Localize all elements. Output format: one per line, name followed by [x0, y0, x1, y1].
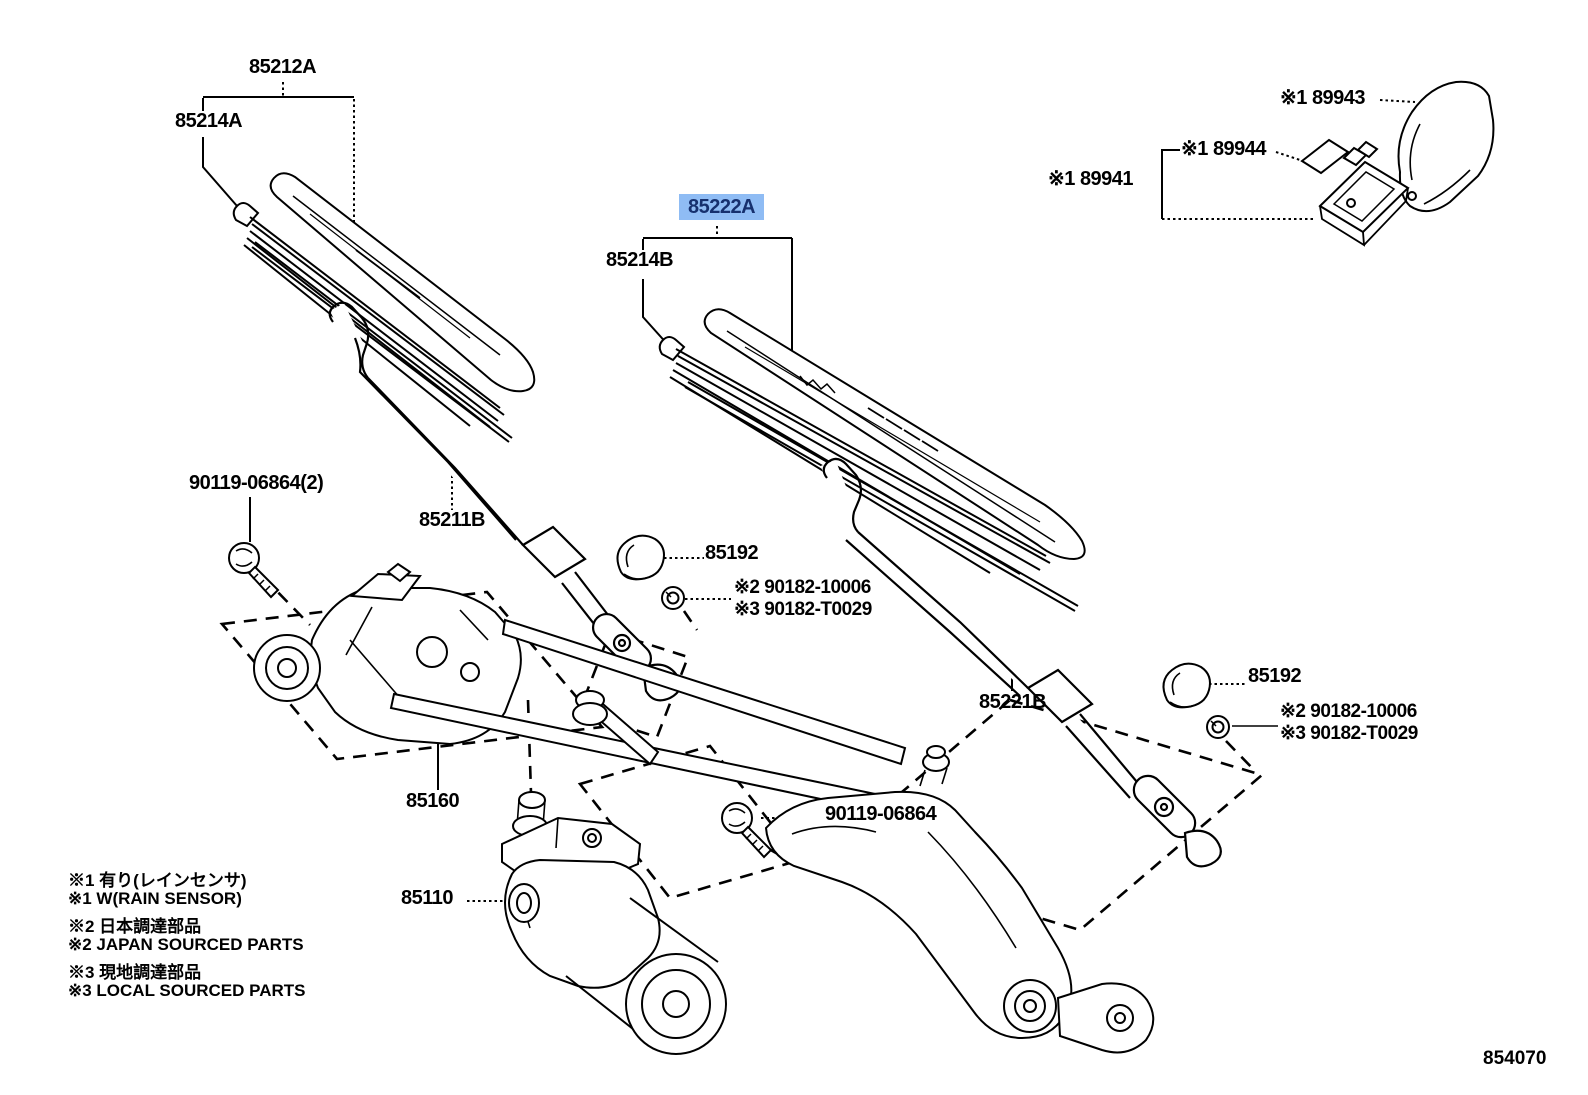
part-label-85192-right[interactable]: 85192: [1248, 665, 1302, 687]
part-label-85221b[interactable]: 85221B: [979, 691, 1047, 713]
part-label-85212a[interactable]: 85212A: [249, 56, 317, 78]
leader-lines-dotted: [282, 82, 1416, 902]
part-label-90182-t0029-left[interactable]: ※3 90182-T0029: [734, 599, 872, 620]
legend-line-rain-sensor-en: ※1 W(RAIN SENSOR): [68, 889, 242, 908]
rain-sensor-unit-drawing: [1318, 140, 1410, 247]
legend-line-japan-sourced-jp: ※2 日本調達部品: [68, 917, 202, 936]
part-label-89944[interactable]: ※1 89944: [1181, 138, 1267, 160]
part-label-89943[interactable]: ※1 89943: [1280, 87, 1366, 109]
part-label-90119-06864-2[interactable]: 90119-06864(2): [189, 472, 324, 494]
part-label-89941[interactable]: ※1 89941: [1048, 168, 1134, 190]
part-label-85192-left[interactable]: 85192: [705, 542, 759, 564]
part-label-85211b[interactable]: 85211B: [419, 509, 485, 531]
part-label-90119-06864[interactable]: 90119-06864: [825, 803, 937, 825]
right-pivot-bolt-drawing: [721, 802, 773, 859]
wiper-motor-drawing: [501, 791, 727, 1055]
right-arm-head-cap-drawing: [1162, 662, 1211, 709]
part-label-90182-t0029-right[interactable]: ※3 90182-T0029: [1280, 723, 1418, 744]
part-label-90182-10006-right[interactable]: ※2 90182-10006: [1280, 701, 1417, 722]
part-label-85214a[interactable]: 85214A: [175, 110, 243, 132]
part-label-85214b[interactable]: 85214B: [606, 249, 674, 271]
part-label-90182-10006-left[interactable]: ※2 90182-10006: [734, 577, 871, 598]
right-wiper-arm-drawing: [820, 457, 1222, 868]
rain-sensor-cover-drawing: [1397, 80, 1495, 213]
left-wiper-blade-drawing: [232, 172, 536, 443]
crank-pivot-assembly-drawing: [764, 790, 1155, 1054]
figure-code: 854070: [1483, 1048, 1547, 1069]
part-label-85110[interactable]: 85110: [401, 887, 454, 909]
legend-line-rain-sensor-jp: ※1 有り(レインセンサ): [68, 871, 247, 890]
right-wiper-blade-drawing: [658, 308, 1086, 612]
left-pivot-bolt-drawing: [228, 542, 280, 599]
rain-sensor-sticker-drawing: [1300, 138, 1350, 175]
legend-line-local-sourced-en: ※3 LOCAL SOURCED PARTS: [68, 981, 306, 1000]
legend-line-local-sourced-jp: ※3 現地調達部品: [68, 963, 202, 982]
part-label-85160[interactable]: 85160: [406, 790, 460, 812]
left-arm-nut-drawing: [661, 586, 685, 610]
right-arm-nut-drawing: [1206, 715, 1230, 739]
legend-line-japan-sourced-en: ※2 JAPAN SOURCED PARTS: [68, 935, 304, 954]
part-label-85222a-highlighted[interactable]: 85222A: [679, 194, 765, 220]
wiper-link-assembly-drawing: [253, 562, 950, 814]
left-arm-head-cap-drawing: [616, 534, 665, 581]
